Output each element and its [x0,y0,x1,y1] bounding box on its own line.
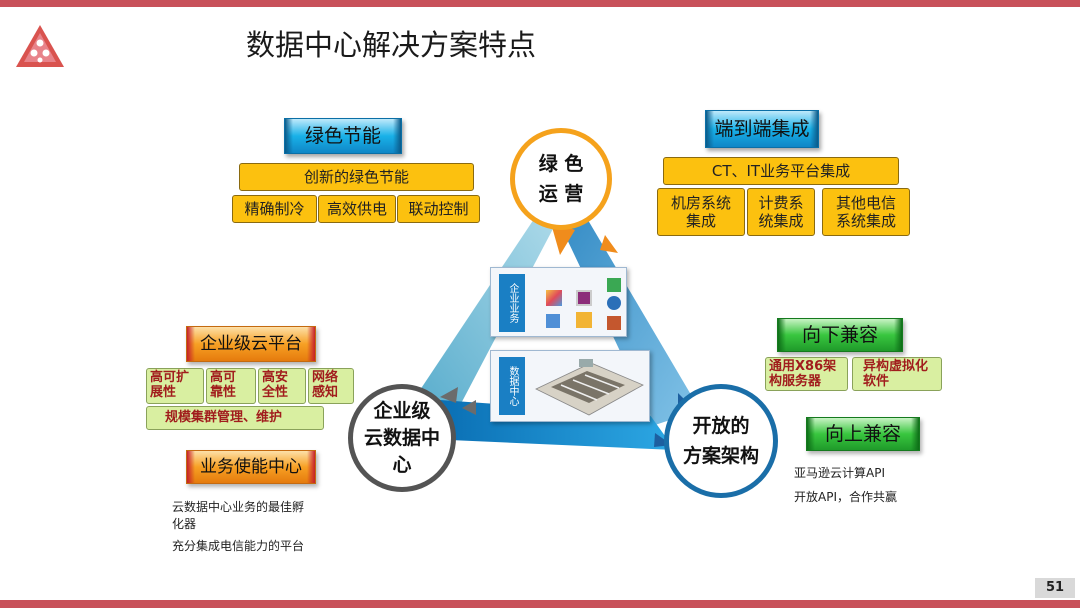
green-energy-item: 精确制冷 [232,195,317,223]
cloud-platform-header: 企业级云平台 [186,326,316,362]
bottom-accent-bar [0,600,1080,608]
app-icon [546,290,562,306]
business-center-header: 业务使能中心 [186,450,316,484]
top-accent-bar [0,0,1080,7]
green-energy-item: 高效供电 [318,195,396,223]
green-energy-main: 创新的绿色节能 [239,163,474,191]
app-icon [607,316,621,330]
app-icon [607,296,621,310]
green-energy-header: 绿色节能 [284,118,402,154]
green-energy-item: 联动控制 [397,195,480,223]
end-to-end-item: 机房系统 集成 [657,188,745,236]
upward-compat-header: 向上兼容 [806,417,920,451]
company-logo-icon [16,25,64,67]
server-room-illustration [535,359,644,416]
downward-compat-header: 向下兼容 [777,318,903,352]
app-icon [576,290,592,306]
downward-compat-item: 通用X86架 构服务器 [765,357,848,391]
app-icon [607,278,621,292]
cloud-platform-item: 网络 感知 [308,368,354,404]
enterprise-business-label: 企业业务 [499,274,525,332]
end-to-end-item: 计费系 统集成 [747,188,815,236]
data-center-label: 数据中心 [499,357,525,415]
end-to-end-item: 其他电信 系统集成 [822,188,910,236]
open-architecture-text: 开放的 方案架构 [682,415,759,467]
open-architecture-circle: 开放的 方案架构 [664,384,778,498]
page-number: 51 [1035,578,1075,598]
downward-compat-item: 异构虚拟化 软件 [852,357,942,391]
enterprise-business-panel: 企业业务 [490,267,627,337]
cloud-platform-item: 高安 全性 [258,368,306,404]
end-to-end-header: 端到端集成 [705,110,819,148]
cloud-platform-item: 高可 靠性 [206,368,256,404]
business-center-line: 充分集成电信能力的平台 [172,539,305,553]
enterprise-cloud-circle: 企业级 云数据中 心 [348,384,456,492]
cloud-platform-wide: 规模集群管理、维护 [146,406,324,430]
upward-compat-line: 亚马逊云计算API [794,466,885,480]
cloud-platform-item: 高可扩 展性 [146,368,204,404]
green-operation-circle: 绿 色 运 营 [510,128,612,230]
enterprise-cloud-text: 企业级 云数据中 心 [363,399,440,476]
business-center-line: 云数据中心业务的最佳孵 化器 [172,500,305,531]
green-operation-text: 绿 色 运 营 [538,153,584,205]
data-center-panel: 数据中心 [490,350,650,422]
end-to-end-main: CT、IT业务平台集成 [663,157,899,185]
upward-compat-line: 开放API，合作共赢 [794,490,897,504]
app-icon [576,312,592,328]
page-title: 数据中心解决方案特点 [246,28,537,62]
app-icon [546,314,560,328]
